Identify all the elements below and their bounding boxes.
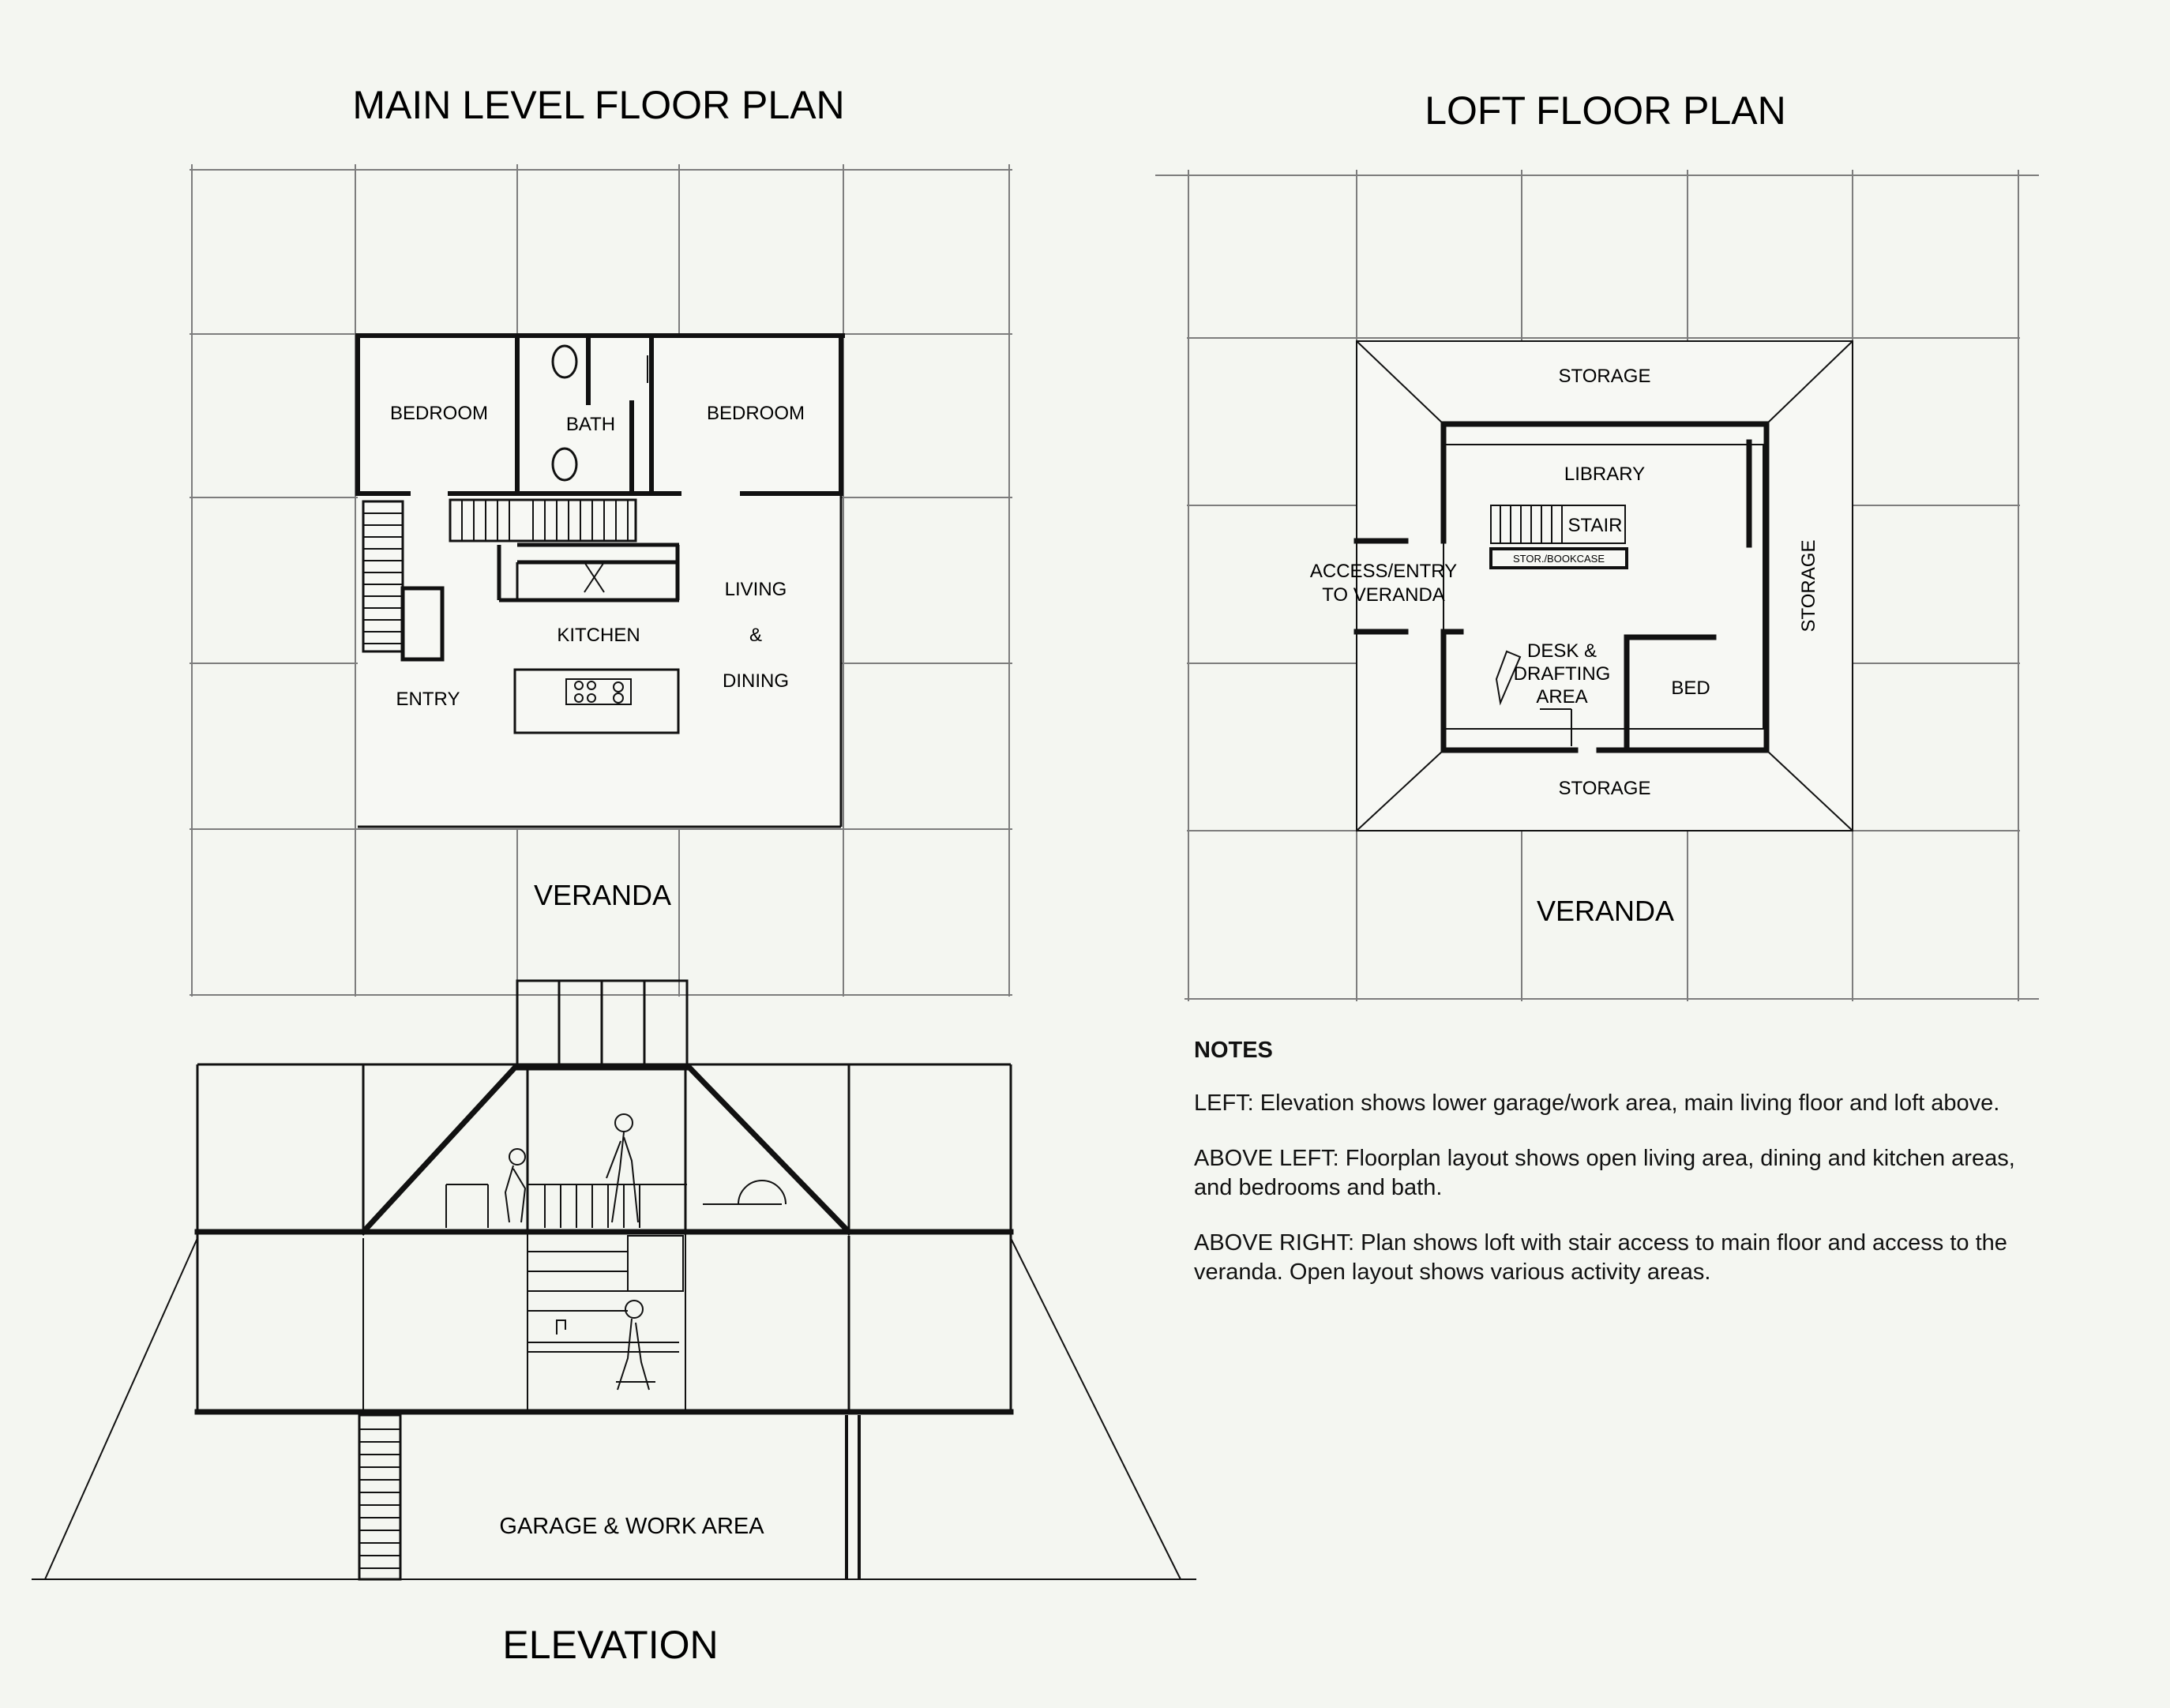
loft-plan-title: LOFT FLOOR PLAN [1425, 88, 1786, 133]
loft-storage-bottom-label: STORAGE [1559, 778, 1651, 799]
main-entry-label: ENTRY [396, 689, 460, 710]
main-plan-title: MAIN LEVEL FLOOR PLAN [352, 83, 844, 127]
loft-access-label-2: TO VERANDA [1322, 584, 1445, 606]
main-veranda-label: VERANDA [534, 879, 671, 911]
main-bath-label: BATH [566, 414, 615, 435]
loft-plan: STORAGE LIBRARY STAIR STOR./BOOKCASE ACC… [1310, 340, 1853, 927]
elevation-title: ELEVATION [502, 1623, 718, 1667]
note-item: ABOVE RIGHT: Plan shows loft with stair … [1194, 1230, 2007, 1285]
loft-veranda-label: VERANDA [1537, 895, 1674, 927]
main-kitchen-label: KITCHEN [557, 625, 640, 646]
main-living-label: LIVING [725, 579, 787, 600]
loft-storage-top-label: STORAGE [1559, 366, 1651, 387]
main-plan: BEDROOM BATH BEDROOM LIVING & DINING KIT… [355, 333, 845, 911]
person-figures [504, 1113, 655, 1391]
garage-work-area-label: GARAGE & WORK AREA [499, 1514, 764, 1539]
notes-panel: NOTES LEFT: Elevation shows lower garage… [1194, 1036, 2047, 1313]
main-amp-label: & [749, 625, 762, 646]
loft-library-label: LIBRARY [1564, 464, 1645, 485]
notes-heading: NOTES [1194, 1038, 1273, 1063]
note-item: LEFT: Elevation shows lower garage/work … [1194, 1090, 2000, 1116]
loft-desk-label-2: DRAFTING [1514, 663, 1611, 685]
loft-access-label-1: ACCESS/ENTRY [1310, 561, 1457, 582]
loft-desk-label-1: DESK & [1527, 640, 1597, 662]
loft-bed-label: BED [1671, 678, 1710, 699]
main-bedroom-right-label: BEDROOM [707, 403, 805, 424]
loft-stair-label: STAIR [1568, 515, 1623, 536]
note-item: ABOVE LEFT: Floorplan layout shows open … [1194, 1146, 2015, 1200]
loft-storage-right-label: STORAGE [1798, 540, 1819, 633]
main-dining-label: DINING [723, 670, 789, 692]
elevation-drawing: GARAGE & WORK AREA [32, 979, 1196, 1581]
loft-stor-bookcase-label: STOR./BOOKCASE [1513, 553, 1605, 565]
loft-desk-label-3: AREA [1536, 686, 1587, 708]
main-bedroom-left-label: BEDROOM [390, 403, 488, 424]
